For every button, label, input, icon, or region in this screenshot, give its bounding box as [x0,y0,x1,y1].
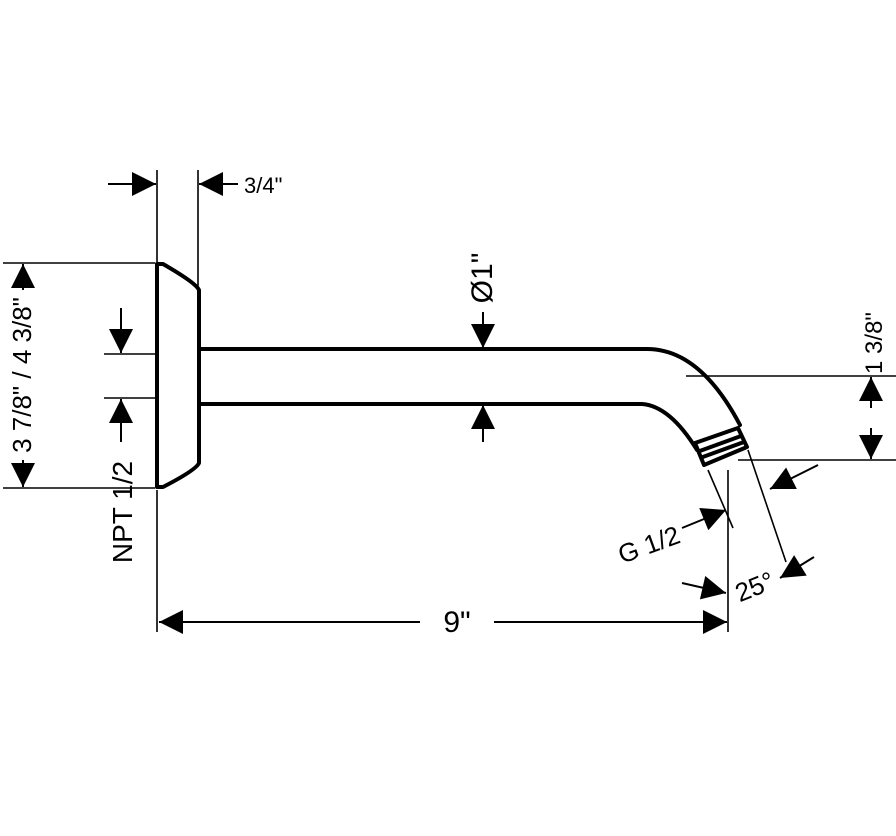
extension-lines [3,170,896,632]
dimension-lines [10,172,883,634]
shower-arm [197,347,742,452]
arm-length-label: 9" [443,606,470,639]
flange-height-label: 3 7/8" / 4 3/8" [7,297,37,453]
outlet-nut [693,426,749,467]
outlet-angle-label: 25° [731,565,779,608]
outlet-thread-label: G 1/2 [614,520,684,570]
wall-flange [155,262,201,489]
outlet-drop-label: 1 3/8" [861,312,888,374]
inlet-thread-label: NPT 1/2 [107,461,138,563]
flange-thickness-label: 3/4" [244,173,282,198]
arm-diameter-label: Ø1" [466,253,499,304]
